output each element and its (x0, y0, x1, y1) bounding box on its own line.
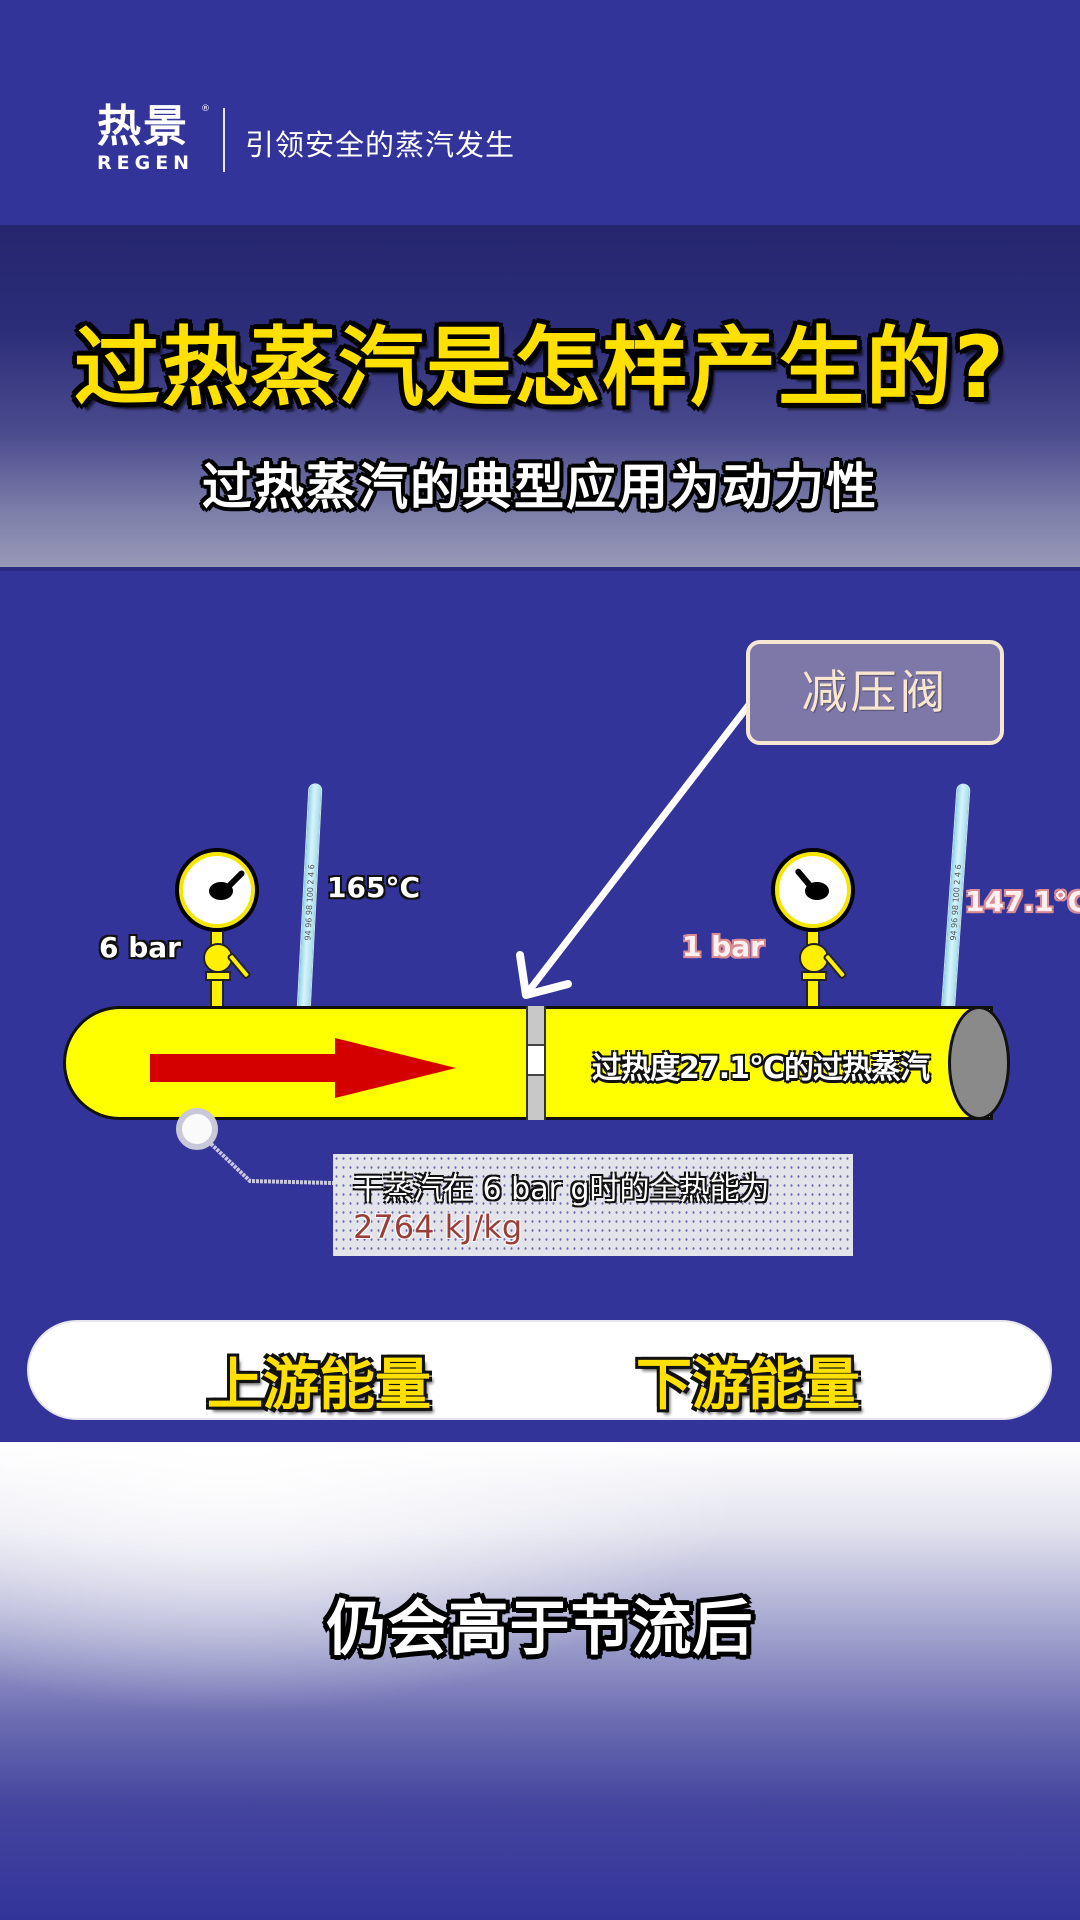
downstream-energy-label: 下游能量 (636, 1353, 860, 1418)
logo-divider (223, 108, 225, 172)
enthalpy-callout: 干蒸汽在 6 bar g时的全热能为 2764 kJ/kg (333, 1154, 853, 1256)
gauge-dial-icon (771, 848, 855, 932)
pressure-reducing-valve-label: 减压阀 (746, 640, 1004, 745)
pointer-arrow-icon (206, 702, 752, 1185)
gauge-hub (209, 882, 233, 900)
pipe-end-cap (948, 1006, 1010, 1120)
upstream-pressure-label: 6 bar (99, 931, 181, 964)
downstream-pressure-label: 1 bar (682, 930, 764, 963)
gauge-dial-icon (175, 848, 259, 932)
flow-direction-arrow-icon (150, 1038, 456, 1098)
downstream-temperature-label: 147.1°C (965, 885, 1080, 918)
page-subtitle: 过热蒸汽的典型应用为动力性 (202, 458, 878, 516)
title-banner: 过热蒸汽是怎样产生的? 过热蒸汽的典型应用为动力性 (0, 225, 1080, 571)
logo-chinese: 热景 (97, 101, 189, 152)
callout-text: 干蒸汽在 6 bar g时的全热能为 (353, 1172, 770, 1207)
upstream-energy-label: 上游能量 (207, 1353, 431, 1418)
callout-value: 2764 kJ/kg (353, 1208, 523, 1246)
energy-comparison-bar: 上游能量 下游能量 (27, 1320, 1052, 1420)
registered-mark: ® (201, 104, 210, 114)
reducing-valve-divider (526, 1006, 546, 1120)
brand-slogan: 引领安全的蒸汽发生 (245, 128, 516, 162)
steam-pipe-diagram: 减压阀 94 96 98 100 2 4 6 6 bar 165°C 94 96… (0, 571, 1080, 1442)
caption-area: 仍会高于节流后 (0, 1442, 1080, 1920)
callout-marker (176, 1108, 218, 1150)
gauge-collar (205, 971, 231, 981)
gauge-collar (801, 971, 827, 981)
gauge-hub (805, 882, 829, 900)
header: 热景 ® REGEN 引领安全的蒸汽发生 (0, 0, 1080, 225)
logo-english: REGEN (97, 152, 195, 174)
brand-logo: 热景 ® REGEN (97, 101, 210, 175)
subtitle-caption: 仍会高于节流后 (326, 1594, 754, 1664)
upstream-temperature-label: 165°C (327, 871, 420, 904)
page-title: 过热蒸汽是怎样产生的? (74, 318, 1006, 418)
superheat-description: 过热度27.1°C的过热蒸汽 (592, 1051, 930, 1086)
